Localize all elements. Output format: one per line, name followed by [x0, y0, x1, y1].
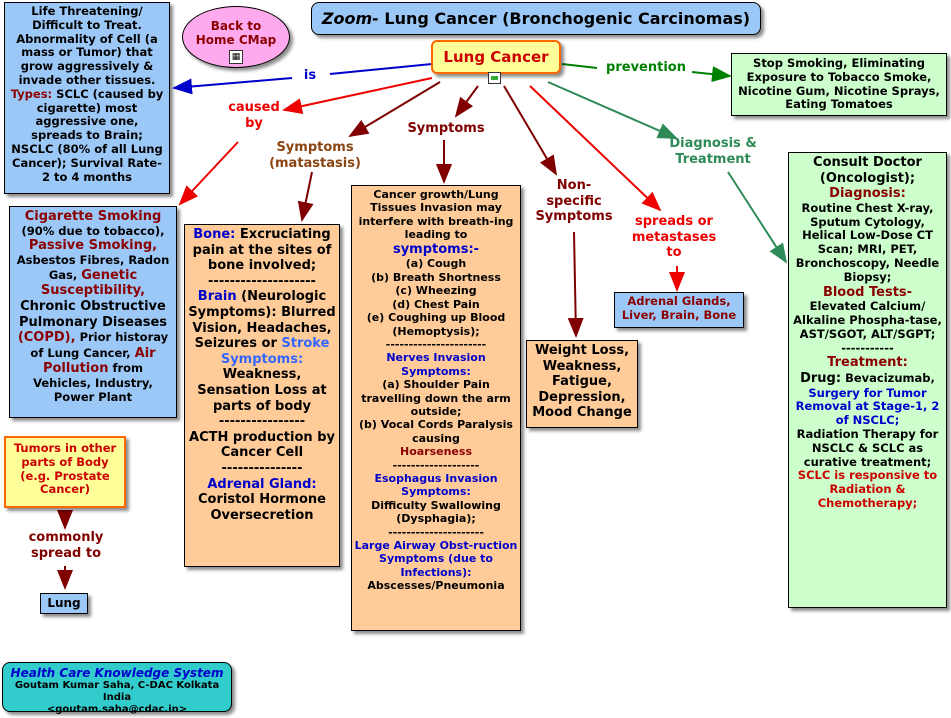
link-label-diagnosis: Diagnosis & Treatment: [669, 136, 757, 167]
link-prevention-a: [561, 63, 598, 69]
metastasis-sites-box[interactable]: Adrenal Glands, Liver, Brain, Bone: [614, 292, 744, 328]
symptom-list: (a) Cough (b) Breath Shortness (c) Wheez…: [366, 257, 506, 338]
link-nonspecific-b: [567, 231, 584, 338]
link-label-symptoms: Symptoms: [407, 121, 485, 136]
link-spreads-a: [529, 85, 662, 212]
link-nonspecific-a: [503, 85, 558, 176]
link-label-caused-by: caused by: [228, 100, 280, 131]
footer-credits: Health Care Knowledge System Goutam Kuma…: [2, 662, 232, 715]
prevention-box[interactable]: Stop Smoking, Eliminating Exposure to To…: [731, 53, 947, 116]
link-metastasis-b: [297, 171, 314, 222]
link-symptoms-a: [454, 85, 479, 118]
back-home-button[interactable]: Back to Home CMap ▦: [182, 6, 290, 68]
link-label-symptoms-metastasis: Symptoms (matastasis): [269, 140, 361, 171]
link-label-nonspecific: Non-specific Symptoms: [535, 178, 613, 225]
resource-icon[interactable]: [488, 72, 501, 84]
link-causedby-b: [178, 141, 239, 206]
definition-box[interactable]: Life Threatening/ Difficult to Treat. Ab…: [4, 2, 170, 194]
center-node-lung-cancer[interactable]: Lung Cancer: [431, 40, 561, 74]
causes-box[interactable]: Cigarette Smoking (90% due to tobacco), …: [9, 206, 177, 418]
lung-box[interactable]: Lung: [40, 593, 88, 614]
cmap-icon[interactable]: ▦: [229, 49, 243, 64]
metastasis-symptoms-box[interactable]: Bone: Excruciating pain at the sites of …: [184, 224, 340, 567]
link-prevention-b: [691, 66, 732, 83]
page-title: Zoom- Lung Cancer (Bronchogenic Carcinom…: [311, 2, 761, 35]
link-is-a: [329, 63, 433, 75]
link-metastasis-a: [348, 81, 441, 138]
link-label-commonly: commonly spread to: [28, 530, 104, 561]
diagnosis-treatment-box[interactable]: Consult Doctor (Oncologist); Diagnosis: …: [788, 152, 947, 608]
link-is-b: [172, 77, 293, 95]
link-causedby-a: [282, 77, 433, 115]
link-diagnosis-b: [727, 171, 788, 264]
link-label-spreads: spreads or metastases to: [631, 214, 717, 261]
nonspecific-symptoms-box[interactable]: Weight Loss, Weakness, Fatigue, Depressi…: [526, 340, 638, 428]
other-tumors-box[interactable]: Tumors in other parts of Body (e.g. Pros…: [4, 436, 126, 508]
link-label-is: is: [303, 68, 317, 83]
link-label-prevention: prevention: [606, 60, 686, 75]
link-diagnosis-a: [547, 81, 678, 139]
symptoms-box[interactable]: Cancer growth/Lung Tissues Invasion may …: [351, 185, 521, 631]
